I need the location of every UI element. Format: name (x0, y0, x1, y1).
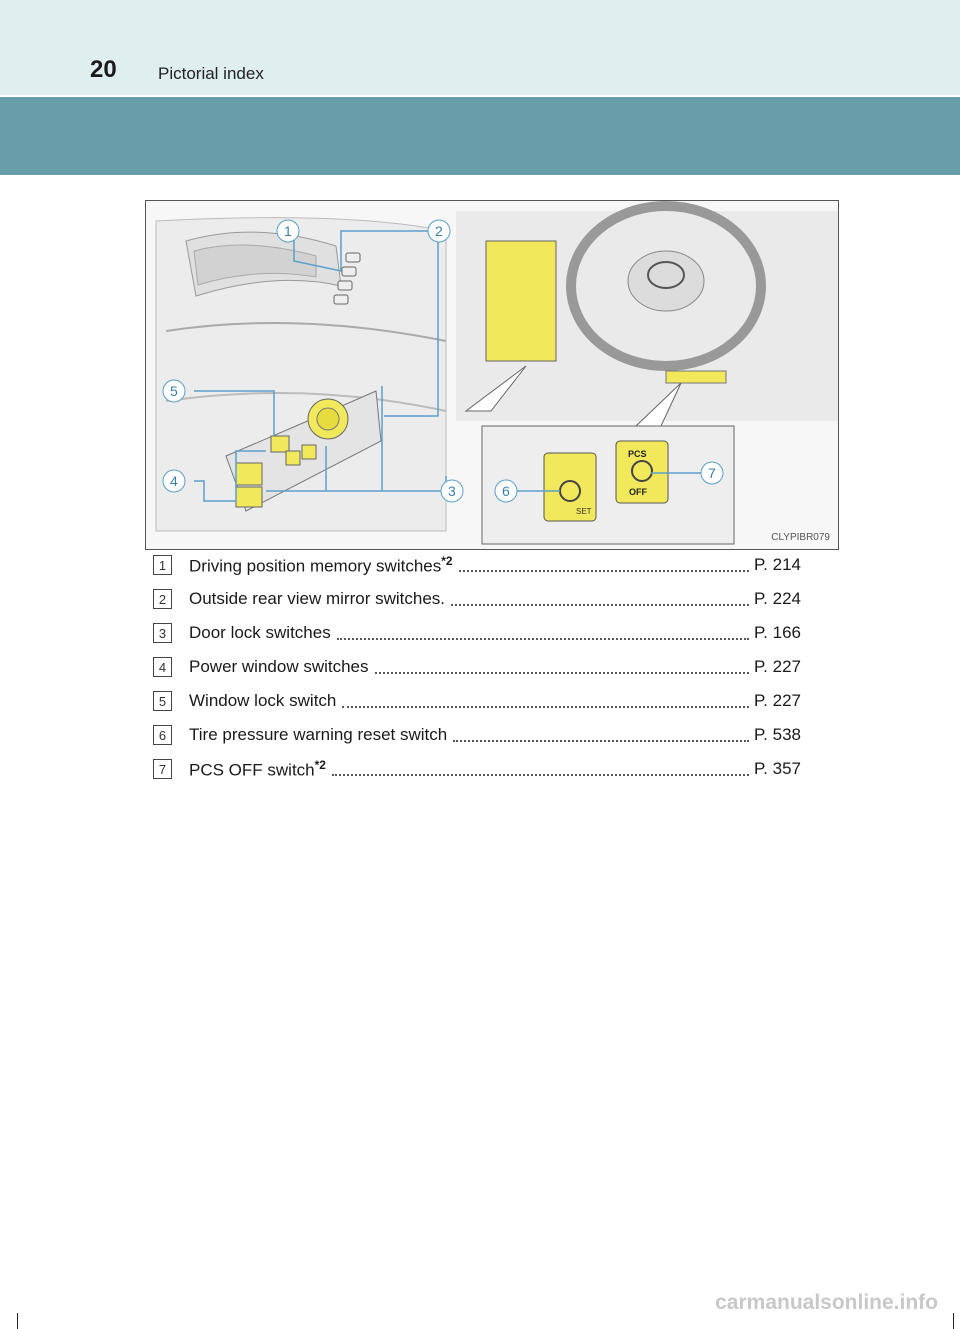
item-number: 6 (153, 725, 172, 745)
callout-2: 2 (435, 223, 443, 239)
item-label: Outside rear view mirror switches. (189, 589, 450, 609)
page-reference[interactable]: P. 538 (754, 725, 801, 744)
crop-mark (17, 1313, 18, 1329)
cabin-illustration: SET PCS OFF 1 2 3 4 5 6 7 (155, 201, 838, 545)
memory-switches (333, 252, 361, 305)
dot-leader (342, 694, 750, 708)
index-item: 6 Tire pressure warning reset switch P. … (153, 718, 801, 752)
page-reference[interactable]: P. 166 (754, 623, 801, 642)
page-reference[interactable]: P. 214 (754, 555, 801, 574)
item-label: Door lock switches (189, 623, 335, 643)
index-item: 7 PCS OFF switch*2 P. 357 (153, 752, 801, 786)
item-number: 1 (153, 555, 172, 575)
index-item: 5 Window lock switch P. 227 (153, 684, 801, 718)
callout-7: 7 (708, 465, 716, 481)
index-item: 1 Driving position memory switches*2 P. … (153, 548, 801, 582)
item-label: Tire pressure warning reset switch (189, 725, 452, 745)
dot-leader (453, 728, 750, 742)
dot-leader (374, 660, 750, 674)
dot-leader (451, 592, 750, 606)
pcs-label-top: PCS (628, 449, 647, 459)
page-reference[interactable]: P. 224 (754, 589, 801, 608)
index-item: 4 Power window switches P. 227 (153, 650, 801, 684)
item-number: 4 (153, 657, 172, 677)
figure-code: CLYPIBR079 (771, 532, 830, 543)
callout-4: 4 (170, 473, 178, 489)
item-number: 2 (153, 589, 172, 609)
callout-1: 1 (284, 223, 292, 239)
item-label: Driving position memory switches*2 (189, 553, 457, 577)
pcs-label-bottom: OFF (629, 487, 647, 497)
index-item: 2 Outside rear view mirror switches. P. … (153, 582, 801, 616)
item-number: 7 (153, 759, 172, 779)
callout-6: 6 (502, 483, 510, 499)
dot-leader (336, 626, 750, 640)
page-number: 20 (90, 56, 117, 83)
item-number: 5 (153, 691, 172, 711)
callout-3: 3 (448, 483, 456, 499)
page-reference[interactable]: P. 227 (754, 691, 801, 710)
set-label: SET (576, 507, 592, 516)
item-label: PCS OFF switch*2 (189, 757, 330, 781)
section-title: Pictorial index (158, 64, 264, 83)
page-reference[interactable]: P. 357 (754, 759, 801, 778)
item-number: 3 (153, 623, 172, 643)
header-band (0, 0, 960, 95)
item-label: Power window switches (189, 657, 373, 677)
item-label: Window lock switch (189, 691, 341, 711)
index-list: 1 Driving position memory switches*2 P. … (153, 548, 801, 786)
crop-mark (953, 1313, 954, 1329)
dot-leader (331, 762, 750, 776)
footnote-marker: *2 (314, 757, 326, 772)
pictorial-figure: SET PCS OFF 1 2 3 4 5 6 7 CLYPIBR079 (145, 200, 839, 550)
switch-panel (225, 390, 382, 512)
section-band (0, 97, 960, 175)
page-reference[interactable]: P. 227 (754, 657, 801, 676)
callout-5: 5 (170, 383, 178, 399)
watermark: carmanualsonline.info (715, 1291, 938, 1314)
index-item: 3 Door lock switches P. 166 (153, 616, 801, 650)
footnote-marker: *2 (441, 553, 453, 568)
dot-leader (458, 558, 750, 572)
